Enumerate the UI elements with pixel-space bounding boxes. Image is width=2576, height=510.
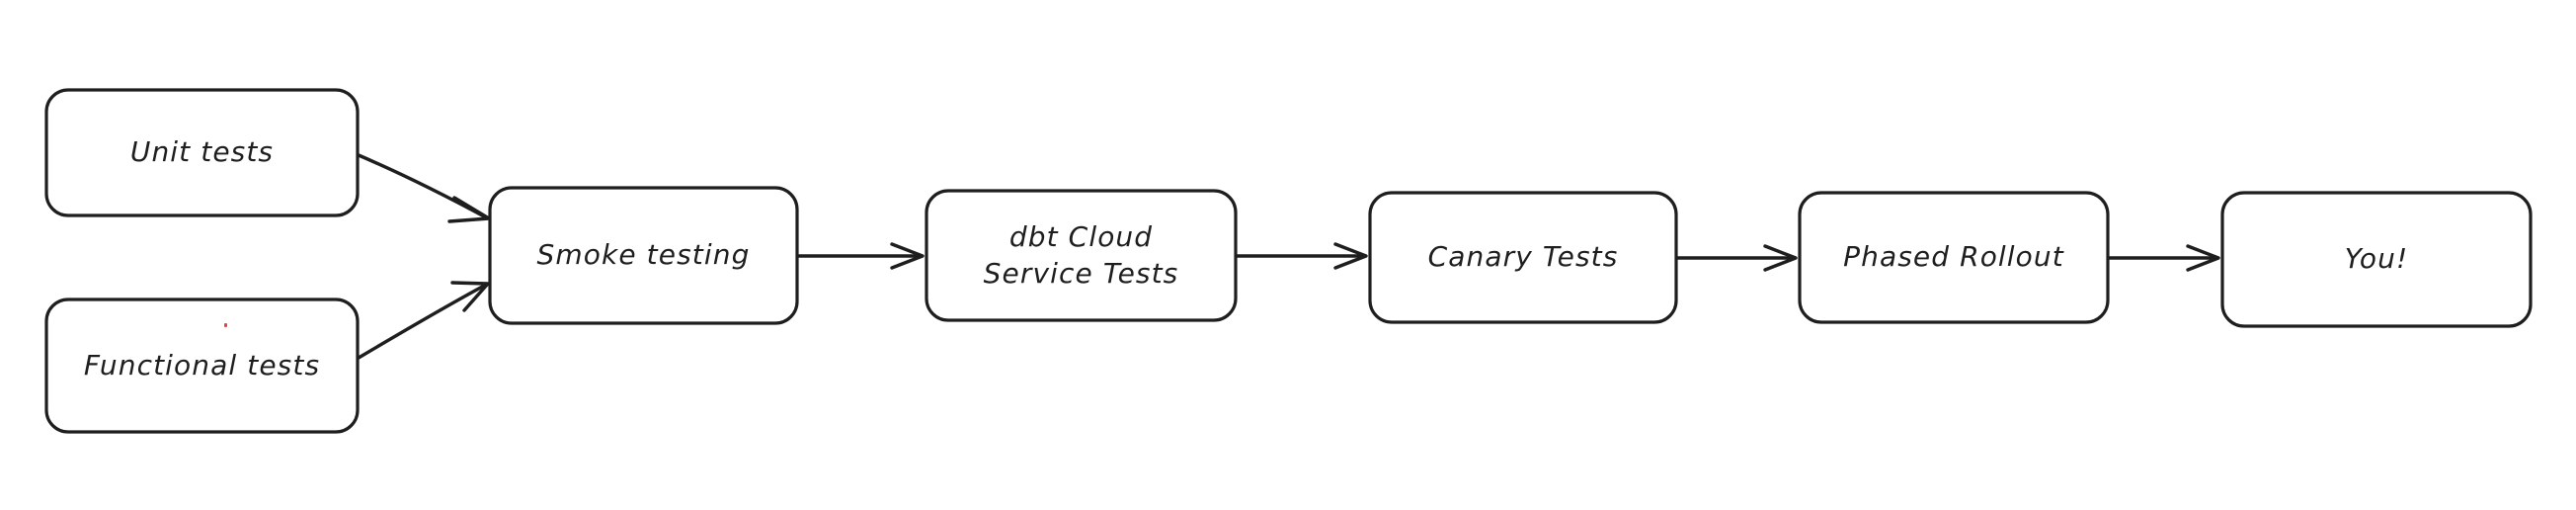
edge-phased-to-you [2108,244,2220,272]
node-functional-tests[interactable] [44,298,360,434]
node-phased-rollout[interactable] [1798,191,2110,324]
edge-dbt-to-canary [1236,242,1368,270]
node-canary-tests[interactable] [1368,191,1678,324]
edge-functional-to-smoke [357,281,490,360]
edge-smoke-to-dbt [797,242,925,270]
edge-canary-to-phased [1676,244,1798,272]
edge-unit-to-smoke [357,153,491,223]
red-speck-artifact [224,323,227,327]
node-smoke-testing[interactable] [488,186,799,325]
node-unit-tests[interactable] [44,88,360,217]
node-you[interactable] [2220,191,2533,328]
node-dbt-cloud-service-tests[interactable] [925,189,1238,322]
